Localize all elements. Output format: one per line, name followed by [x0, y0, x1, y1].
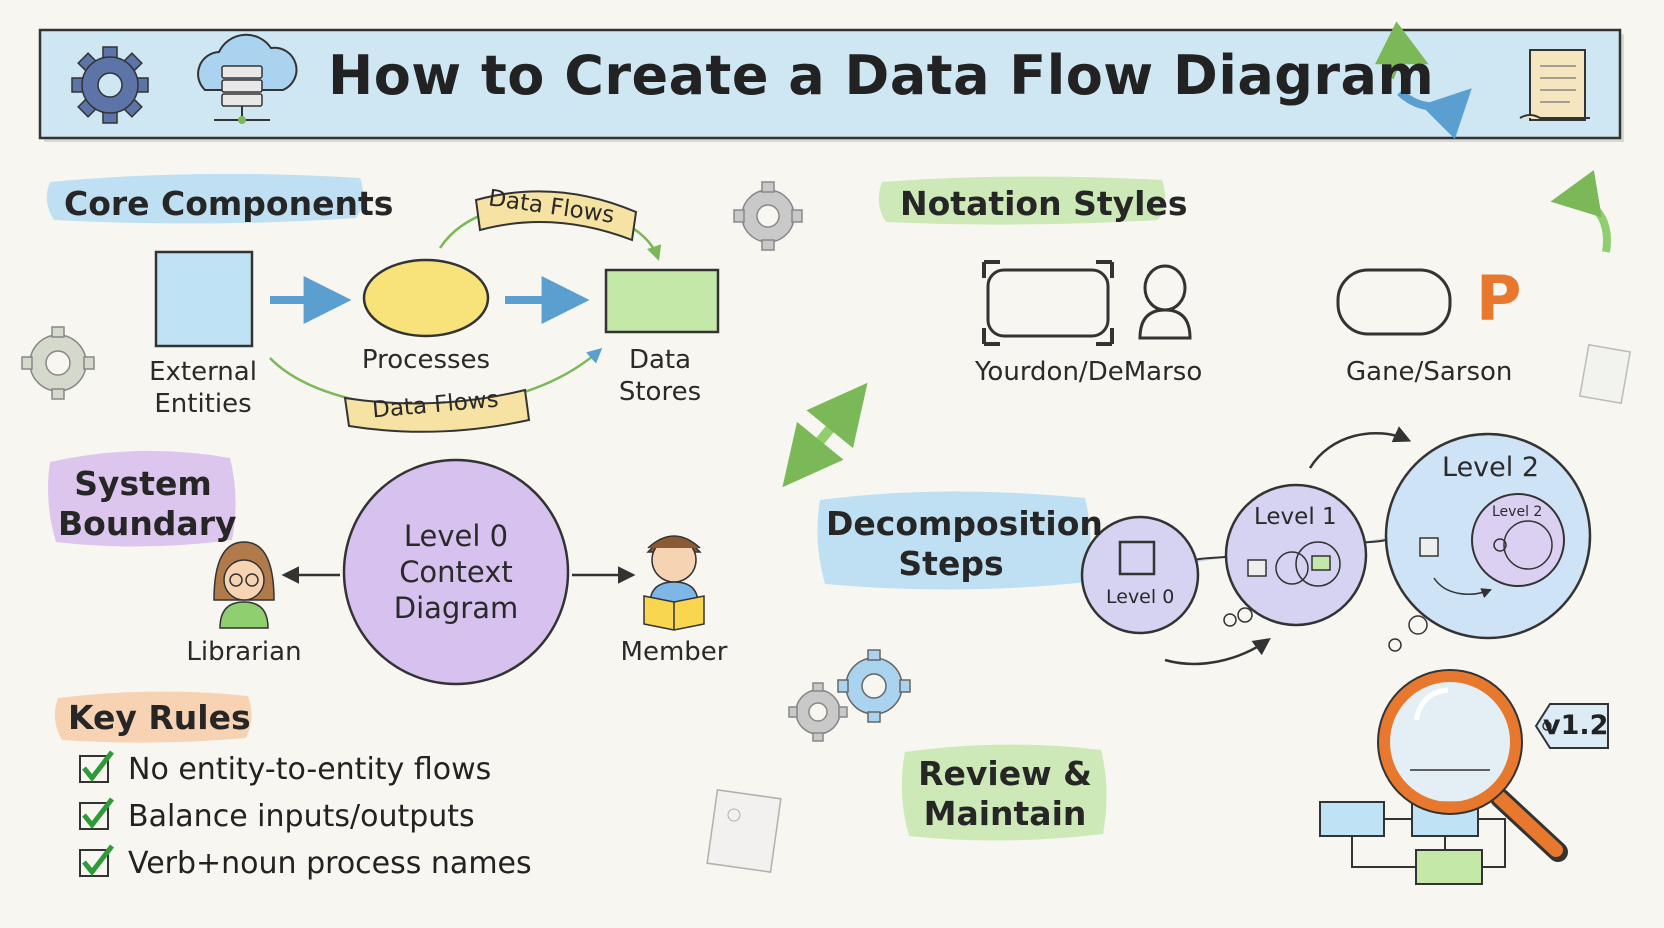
review-heading: Review & Maintain	[918, 754, 1092, 833]
version-tag	[1534, 703, 1609, 749]
cloud-server-icon	[197, 33, 298, 124]
level2-label: Level 2	[1442, 452, 1540, 483]
scroll-icon	[706, 789, 782, 873]
checkmark-icon	[79, 844, 114, 877]
checkmark-icon	[79, 797, 114, 830]
core-components-heading: Core Components	[64, 184, 394, 223]
gear-icon	[733, 181, 803, 251]
yourdon-symbol	[982, 260, 1114, 346]
context-diagram-label: Level 0 Context Diagram	[393, 519, 519, 625]
process-shape	[362, 258, 490, 338]
person-icon	[1138, 264, 1192, 340]
gear-icon	[71, 46, 149, 124]
page-title: How to Create a Data Flow Diagram	[328, 44, 1435, 107]
decomposition-highlight	[817, 491, 1091, 590]
gane-sarson-label: Gane/Sarson	[1346, 357, 1513, 387]
decomposition-bubbles	[1080, 426, 1592, 666]
external-entity-shape	[154, 250, 254, 348]
processes-label: Processes	[361, 345, 491, 375]
magnifier-icon	[1377, 669, 1568, 862]
data-stores-label: Data Stores	[618, 345, 702, 407]
decomposition-heading: Decomposition Steps	[826, 504, 1103, 583]
scroll-icon	[1519, 49, 1590, 121]
data-store-shape	[604, 268, 720, 334]
gear-icon	[788, 682, 848, 742]
gear-icon	[837, 649, 911, 723]
cycle-arrows-icon	[1374, 21, 1472, 140]
return-arrow-icon	[1550, 170, 1611, 253]
rule-item: Verb+noun process names	[128, 846, 532, 881]
context-diagram-circle	[342, 458, 570, 686]
system-boundary-heading: System Boundary	[58, 464, 237, 543]
review-highlight	[901, 744, 1107, 841]
level0-label: Level 0	[1106, 586, 1175, 608]
librarian-icon	[213, 541, 275, 629]
rule-item: No entity-to-entity flows	[128, 752, 492, 787]
key-rules-heading: Key Rules	[68, 698, 251, 737]
key-rules-highlight	[54, 691, 252, 743]
external-entities-label: External Entities	[149, 357, 257, 419]
data-flows-ribbon-bottom	[343, 388, 531, 433]
rule-item: Balance inputs/outputs	[128, 799, 475, 834]
level2-inner-label: Level 2	[1492, 504, 1543, 520]
checkmark-icon	[79, 750, 114, 783]
gane-process-letter: P	[1476, 262, 1522, 335]
system-boundary-highlight	[48, 450, 236, 547]
title-banner	[38, 28, 1624, 142]
notation-styles-heading: Notation Styles	[900, 184, 1188, 223]
level1-label: Level 1	[1254, 504, 1337, 530]
bidirectional-arrow	[782, 382, 868, 488]
review-diagram	[1319, 801, 1506, 885]
version-label: v1.2	[1543, 710, 1609, 741]
member-label: Member	[620, 637, 728, 667]
scroll-icon	[1578, 343, 1632, 405]
notation-styles-highlight	[878, 176, 1166, 225]
data-flows-ribbon-top	[474, 190, 638, 242]
gear-icon	[21, 326, 95, 400]
member-icon	[643, 535, 705, 631]
gane-sarson-symbol	[1336, 268, 1452, 336]
librarian-label: Librarian	[186, 637, 302, 667]
core-components-highlight	[46, 173, 364, 224]
yourdon-label: Yourdon/DeMarso	[975, 357, 1203, 387]
